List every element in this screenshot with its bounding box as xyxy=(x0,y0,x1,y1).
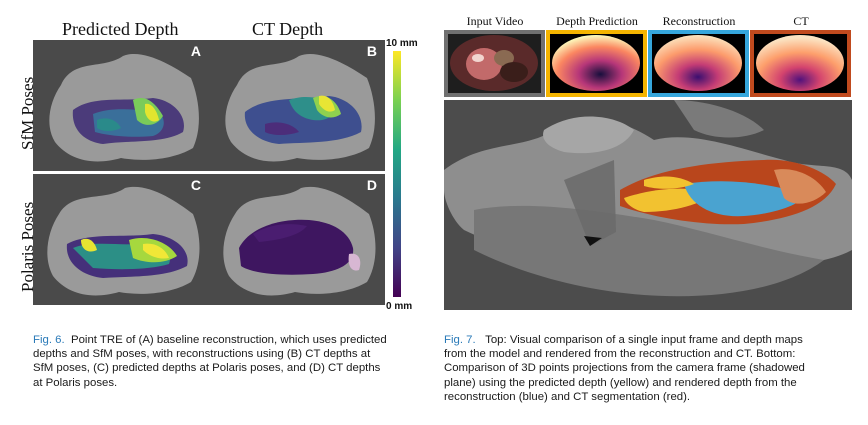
panel-label-d: D xyxy=(366,177,377,193)
thumb-depth-prediction xyxy=(546,30,647,97)
label-ct: CT xyxy=(793,14,809,28)
panel-b: B xyxy=(209,40,385,171)
fig6-label: Fig. 6. xyxy=(33,334,65,346)
fig7-label: Fig. 7. xyxy=(444,334,476,346)
thumb-reconstruction xyxy=(648,30,749,97)
depth-prediction-map xyxy=(550,34,643,93)
thumb-input-video xyxy=(444,30,545,97)
panel-a-render xyxy=(49,54,199,162)
colorbar xyxy=(393,51,401,297)
fig6-caption-line-4: at Polaris poses. xyxy=(33,376,118,389)
label-depth-prediction: Depth Prediction xyxy=(556,14,638,28)
panel-c-render xyxy=(47,186,200,296)
colorbar-min-label: 0 mm xyxy=(386,301,413,312)
fig6-caption: Fig. 6. Point TRE of (A) baseline recons… xyxy=(33,333,423,390)
reconstruction-depth-map xyxy=(652,34,745,93)
col-title-predicted-depth: Predicted Depth xyxy=(62,19,179,39)
fig6-caption-line-2: depths and SfM poses, with reconstructio… xyxy=(33,348,371,361)
input-video-frame xyxy=(448,34,541,93)
col-title-ct-depth: CT Depth xyxy=(252,19,324,39)
fig7-caption: Fig. 7. Top: Visual comparison of a sing… xyxy=(444,333,854,404)
point-projection-render xyxy=(444,100,852,297)
fig7-caption-line-5: reconstruction (blue) and CT segmentatio… xyxy=(444,390,691,403)
label-input-video: Input Video xyxy=(466,14,524,28)
colorbar-max-label: 10 mm xyxy=(386,38,418,49)
ct-depth-map xyxy=(754,34,847,93)
fig6-caption-line-3: SfM poses, (C) predicted depths at Polar… xyxy=(33,362,381,375)
fig7-caption-line-1: Fig. 7. Top: Visual comparison of a sing… xyxy=(444,334,803,346)
panel-label-c: C xyxy=(190,177,201,193)
panel-label-a: A xyxy=(190,43,201,59)
fig7-caption-line-3: Comparison of 3D points projections from… xyxy=(444,362,805,375)
panel-label-b: B xyxy=(366,43,377,59)
panel-a: A xyxy=(33,40,209,171)
fig7-caption-line-2: from the model and rendered from the rec… xyxy=(444,348,796,361)
panel-b-render xyxy=(225,54,375,162)
fig6-caption-line-1: Fig. 6. Point TRE of (A) baseline recons… xyxy=(33,334,387,346)
fig7-caption-line-4: plane) using the predicted depth (yellow… xyxy=(444,376,797,389)
thumb-ct xyxy=(750,30,851,97)
panel-c: C xyxy=(33,174,209,305)
label-reconstruction: Reconstruction xyxy=(662,14,736,28)
panel-d: D xyxy=(209,174,385,305)
panel-d-render xyxy=(223,186,376,296)
point-projection-scene xyxy=(444,100,852,310)
